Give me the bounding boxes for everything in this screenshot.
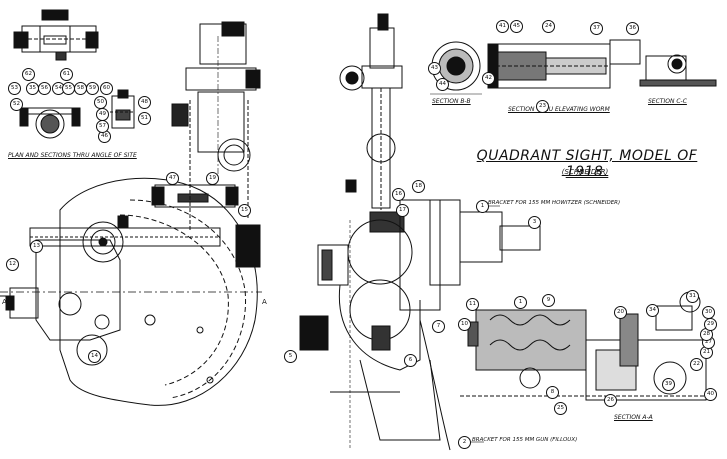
callout: 37 xyxy=(590,22,603,35)
drawing-subtitle: (SCHNEIDER) xyxy=(561,168,609,176)
callout: 41 xyxy=(496,20,509,33)
callout: 56 xyxy=(38,82,51,95)
callout: 59 xyxy=(86,82,99,95)
section-mark-a-left: A xyxy=(2,298,7,306)
callout: 26 xyxy=(604,394,617,407)
callout: 40 xyxy=(704,388,717,401)
callout: 43 xyxy=(428,62,441,75)
front-view xyxy=(299,13,541,451)
callout: 7 xyxy=(432,320,445,333)
callout: 48 xyxy=(138,96,151,109)
callout: 23 xyxy=(536,100,549,113)
callout: 13 xyxy=(30,240,43,253)
callout: 35 xyxy=(26,82,39,95)
callout: 11 xyxy=(466,298,479,311)
callout: 51 xyxy=(138,112,151,125)
leader-bracket-howitzer: BRACKET FOR 155 MM HOWITZER (SCHNEIDER) xyxy=(488,200,621,206)
callout: 9 xyxy=(542,294,555,307)
callout: 45 xyxy=(510,20,523,33)
callout: 52 xyxy=(10,98,23,111)
callout: 30 xyxy=(702,306,715,319)
callout: 12 xyxy=(6,258,19,271)
caption-section-bb: SECTION B-B xyxy=(432,98,471,105)
callout: 20 xyxy=(614,306,627,319)
callout: 47 xyxy=(166,172,179,185)
callout: 53 xyxy=(8,82,21,95)
callout: 62 xyxy=(22,68,35,81)
caption-section-aa: SECTION A-A xyxy=(614,414,653,421)
callout: 25 xyxy=(554,402,567,415)
callout: 15 xyxy=(238,204,251,217)
plan-view xyxy=(13,9,135,139)
section-bb xyxy=(430,41,482,95)
callout: 34 xyxy=(646,304,659,317)
telescope-mount xyxy=(171,21,261,230)
callout: 14 xyxy=(88,350,101,363)
callout: 5 xyxy=(284,350,297,363)
callout: 17 xyxy=(396,204,409,217)
callout: 36 xyxy=(626,22,639,35)
drawing-title: QUADRANT SIGHT, MODEL OF 1918. xyxy=(476,148,698,180)
callout: 16 xyxy=(392,188,405,201)
callout: 2 xyxy=(458,436,471,449)
callout: 18 xyxy=(412,180,425,193)
caption-section-cc: SECTION C-C xyxy=(648,98,687,105)
section-cc xyxy=(639,54,717,87)
caption-plan: PLAN AND SECTIONS THRU ANGLE OF SITE xyxy=(8,152,137,159)
section-mark-a-right: A xyxy=(262,298,267,306)
section-aa xyxy=(460,291,707,401)
callout: 1 xyxy=(476,200,489,213)
callout: 60 xyxy=(100,82,113,95)
callout: 39 xyxy=(662,378,675,391)
callout: 57 xyxy=(96,120,109,133)
leader-bracket-gun: BRACKET FOR 155 MM GUN (FILLOUX) xyxy=(472,437,578,443)
callout: 61 xyxy=(60,68,73,81)
side-view xyxy=(0,177,262,406)
callout: 42 xyxy=(482,72,495,85)
callout: 31 xyxy=(686,290,699,303)
callout: 50 xyxy=(94,96,107,109)
caption-section-worm: SECTION THRU ELEVATING WORM xyxy=(508,106,610,113)
callout: 10 xyxy=(458,318,471,331)
section-worm xyxy=(487,39,641,89)
callout: 22 xyxy=(690,358,703,371)
callout: 46 xyxy=(98,130,111,143)
callout: 29 xyxy=(704,318,717,331)
callout: 44 xyxy=(436,78,449,91)
callout: 8 xyxy=(546,386,559,399)
callout: 3 xyxy=(528,216,541,229)
callout: 1 xyxy=(514,296,527,309)
callout: 24 xyxy=(542,20,555,33)
callout: 19 xyxy=(206,172,219,185)
callout: 6 xyxy=(404,354,417,367)
